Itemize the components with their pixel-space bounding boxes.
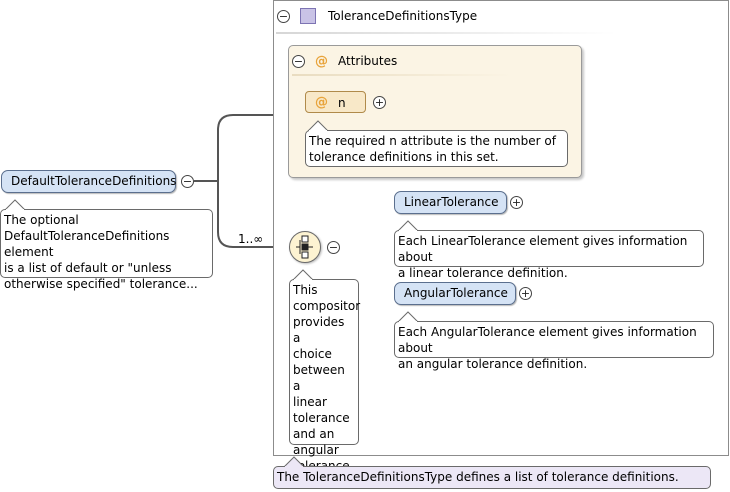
tail-mask xyxy=(309,130,327,132)
expand-linear-tolerance-icon[interactable]: + xyxy=(510,196,523,209)
collapse-compositor-toggle-icon[interactable]: − xyxy=(327,241,340,254)
attribute-at-icon: @ xyxy=(315,54,328,69)
collapse-root-toggle-icon[interactable]: − xyxy=(181,175,194,188)
attribute-n-label: n xyxy=(338,96,346,110)
collapse-type-toggle-icon[interactable]: − xyxy=(277,10,290,23)
complex-type-icon xyxy=(300,8,316,24)
compositor-note: This compositor provides a choice betwee… xyxy=(289,279,360,473)
choice-compositor-icon xyxy=(296,235,313,259)
collapse-attributes-toggle-icon[interactable]: − xyxy=(292,55,305,68)
cardinality-label: 1..∞ xyxy=(238,232,264,246)
tail-mask xyxy=(285,466,303,468)
linear-tolerance-element[interactable]: LinearTolerance xyxy=(394,191,507,214)
choice-compositor[interactable] xyxy=(289,231,321,263)
tail-mask xyxy=(6,209,24,211)
default-tolerance-definitions-element[interactable]: DefaultToleranceDefinitions xyxy=(1,170,176,193)
expand-attribute-n-icon[interactable]: + xyxy=(373,96,386,109)
attribute-n-note: The required n attribute is the number o… xyxy=(305,130,568,167)
tail-mask xyxy=(399,230,417,232)
attributes-divider xyxy=(292,74,512,76)
root-note: The optional DefaultToleranceDefinitions… xyxy=(0,209,213,291)
angular-tolerance-note: Each AngularTolerance element gives info… xyxy=(394,321,714,371)
tail-mask xyxy=(399,321,417,323)
type-title: ToleranceDefinitionsType xyxy=(328,9,478,23)
type-note: The ToleranceDefinitionsType defines a l… xyxy=(273,466,711,489)
tail-mask xyxy=(294,279,312,281)
attribute-n-node[interactable] xyxy=(305,91,366,113)
angular-tolerance-element[interactable]: AngularTolerance xyxy=(394,282,516,305)
linear-tolerance-note: Each LinearTolerance element gives infor… xyxy=(394,230,704,280)
attribute-n-at-icon: @ xyxy=(315,95,328,110)
type-title-divider xyxy=(276,32,616,34)
attributes-title: Attributes xyxy=(338,54,398,68)
expand-angular-tolerance-icon[interactable]: + xyxy=(519,287,532,300)
